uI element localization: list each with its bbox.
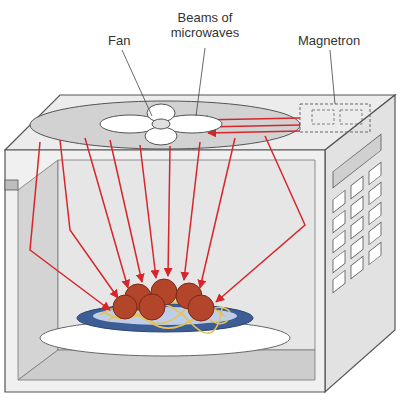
microwave-beam [30, 142, 110, 310]
meatball [113, 295, 137, 319]
key [369, 242, 381, 264]
microwave-beam [60, 140, 118, 298]
key [369, 222, 381, 244]
leader-line [330, 50, 335, 104]
key [351, 176, 363, 198]
part-label: Magnetron [298, 33, 378, 48]
fan-blade [145, 127, 177, 145]
leader-line [196, 48, 205, 116]
wall-cut-edge [5, 180, 18, 190]
key [351, 196, 363, 218]
key [333, 230, 345, 252]
microwave-beam [216, 136, 305, 302]
meatball [139, 294, 165, 320]
microwave-beam [140, 145, 156, 278]
microwave-beam [110, 140, 142, 282]
leader-lines [122, 48, 335, 116]
display [333, 134, 381, 188]
key [369, 182, 381, 204]
microwave-beam [208, 131, 300, 133]
microwave-beam [168, 146, 170, 276]
key [333, 210, 345, 232]
magnetron-symbol [300, 104, 370, 132]
key [333, 270, 345, 292]
leader-line [122, 50, 152, 116]
magnetron-part [340, 110, 362, 124]
magnetron-part [312, 110, 334, 124]
key [351, 236, 363, 258]
microwave-beam [85, 138, 128, 288]
part-label: Beams of microwaves [160, 10, 250, 40]
key [351, 256, 363, 278]
microwave-beam [200, 138, 235, 288]
part-label: Fan [108, 33, 148, 48]
top-cutaway [30, 101, 300, 149]
key [369, 202, 381, 224]
keypad [333, 162, 381, 293]
meatballs [113, 279, 214, 321]
oven-side [325, 95, 395, 392]
key [333, 190, 345, 212]
key [369, 162, 381, 184]
key [351, 216, 363, 238]
microwave-beams [30, 136, 305, 310]
control-panel [333, 134, 381, 293]
meatball [188, 295, 214, 321]
microwave-beam [184, 142, 200, 280]
cavity-left-wall [18, 160, 58, 380]
fan-hub [152, 119, 170, 129]
oven-front [5, 150, 325, 392]
fan-symbol [100, 104, 222, 145]
key [333, 250, 345, 272]
